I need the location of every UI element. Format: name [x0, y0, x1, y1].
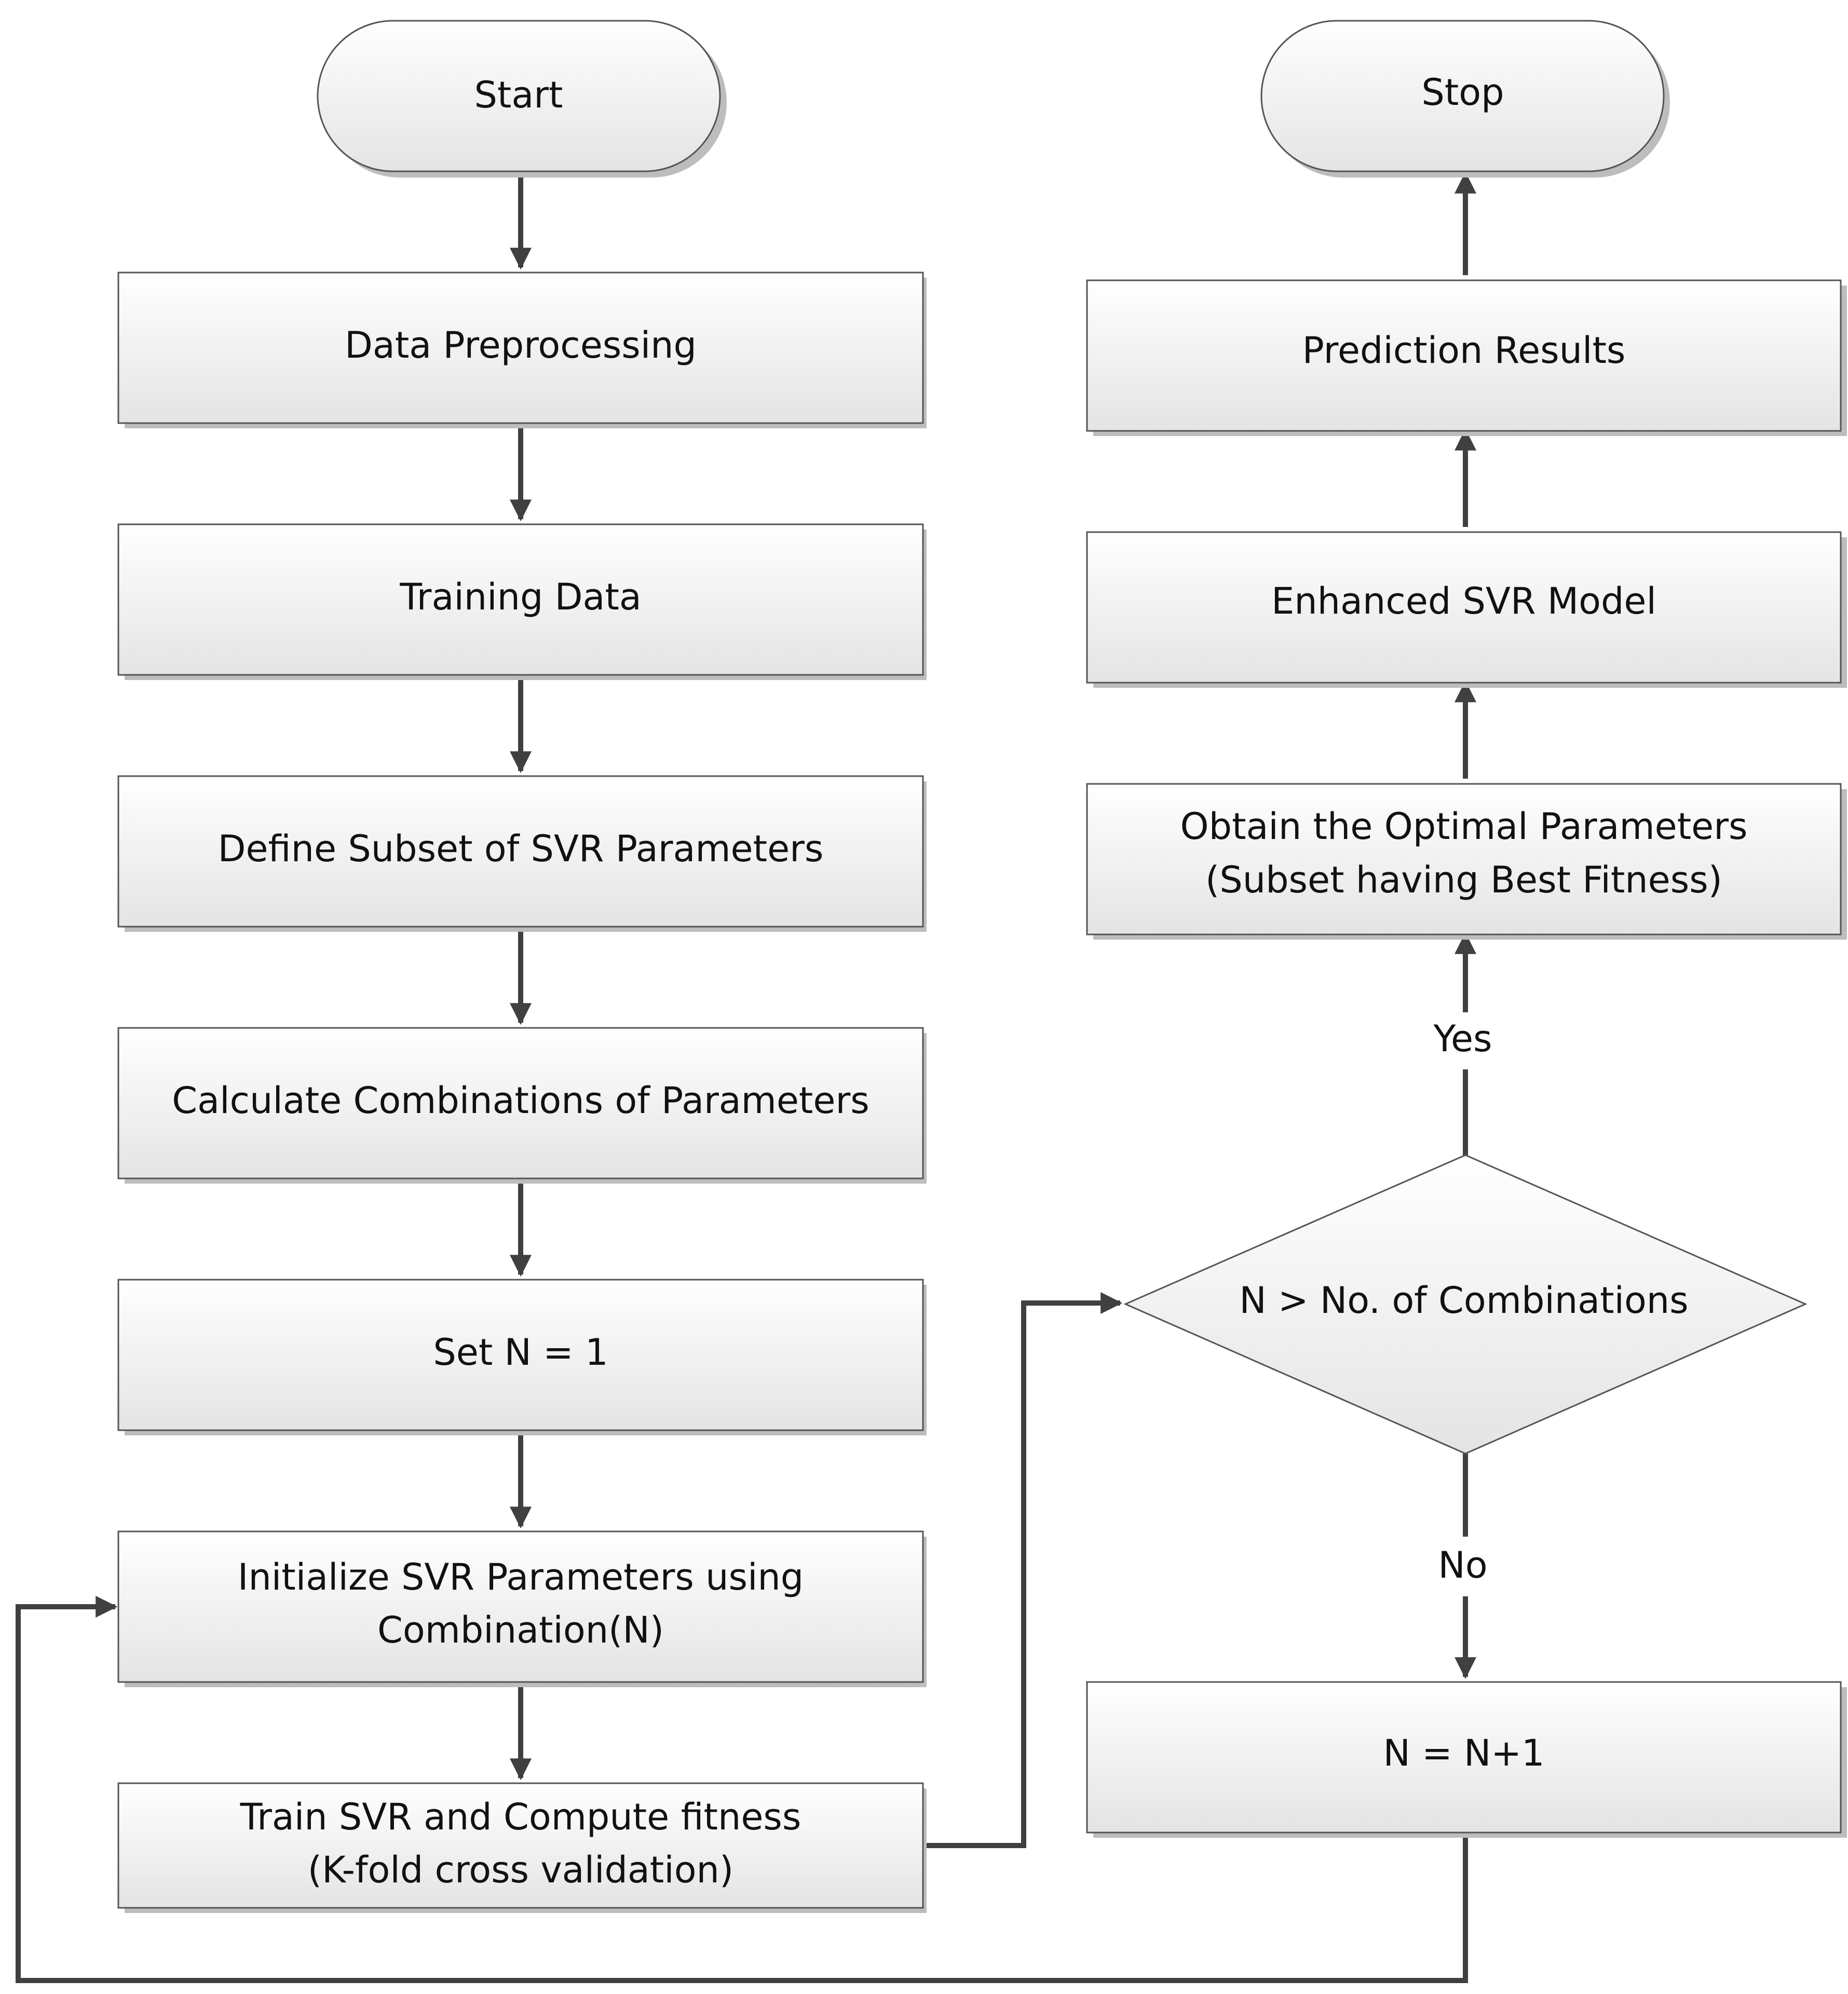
set-n-label: Set N = 1: [433, 1331, 608, 1374]
decision-combinations: N > No. of Combinations: [1123, 1154, 1808, 1455]
terminal-stop: Stop: [1260, 20, 1670, 178]
process-prediction-results: Prediction Results: [1086, 279, 1847, 436]
enhanced-svr-model-label: Enhanced SVR Model: [1271, 580, 1656, 622]
process-set-n: Set N = 1: [117, 1279, 927, 1435]
increment-n-label: N = N+1: [1383, 1732, 1544, 1774]
process-enhanced-svr-model: Enhanced SVR Model: [1086, 531, 1847, 688]
process-optimal-parameters: Obtain the Optimal Parameters (Subset ha…: [1086, 783, 1847, 940]
process-calculate-combinations: Calculate Combinations of Parameters: [117, 1027, 927, 1184]
stop-label: Stop: [1421, 71, 1504, 114]
process-train-svr: Train SVR and Compute fitness (K-fold cr…: [117, 1782, 927, 1913]
process-training-data: Training Data: [117, 523, 927, 680]
optimal-parameters-label-line1: Obtain the Optimal Parameters: [1180, 805, 1748, 848]
calculate-combinations-label: Calculate Combinations of Parameters: [172, 1079, 869, 1122]
decision-label: N > No. of Combinations: [1239, 1279, 1688, 1322]
optimal-parameters-label-line2: (Subset having Best Fitness): [1205, 859, 1722, 901]
training-data-label: Training Data: [399, 576, 642, 618]
yes-label: Yes: [1433, 1018, 1492, 1060]
process-data-preprocessing: Data Preprocessing: [117, 272, 927, 428]
connectors: [16, 171, 1476, 1983]
define-subset-label: Define Subset of SVR Parameters: [218, 828, 824, 870]
train-svr-label-line1: Train SVR and Compute fitness: [240, 1796, 801, 1838]
data-preprocessing-label: Data Preprocessing: [345, 324, 697, 367]
process-increment-n: N = N+1: [1086, 1681, 1847, 1838]
arrow-increment-loop-to-initialize: [16, 1596, 1468, 1983]
process-define-subset: Define Subset of SVR Parameters: [117, 775, 927, 932]
initialize-svr-label-line2: Combination(N): [377, 1609, 664, 1651]
process-initialize-svr: Initialize SVR Parameters using Combinat…: [117, 1530, 927, 1687]
arrow-train-to-decision: [923, 1292, 1123, 1848]
terminal-start: Start: [317, 20, 727, 178]
train-svr-label-line2: (K-fold cross validation): [308, 1849, 733, 1891]
start-label: Start: [474, 74, 563, 116]
prediction-results-label: Prediction Results: [1302, 329, 1626, 372]
initialize-svr-label-line1: Initialize SVR Parameters using: [238, 1556, 804, 1598]
no-label: No: [1438, 1544, 1487, 1586]
